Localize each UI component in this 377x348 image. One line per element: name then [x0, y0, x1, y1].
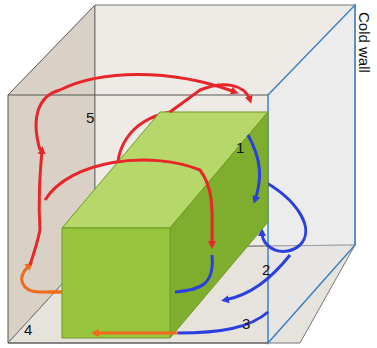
warm-flow-arrow [170, 85, 250, 112]
warm-flow-arrow [36, 90, 60, 150]
return-flow-arrow [22, 265, 62, 292]
block-front [62, 228, 170, 338]
callout-number: 2 [262, 262, 270, 277]
callout-number: 4 [24, 322, 32, 337]
warm-flow-arrow [39, 150, 42, 230]
cold-wall [268, 5, 355, 343]
return-flow-arrow [48, 291, 62, 294]
cold-flow-arrow [225, 255, 290, 300]
callout-number: 1 [236, 140, 244, 155]
warm-flow-arrow [30, 230, 40, 265]
callout-number: 5 [86, 110, 94, 125]
block-side [170, 112, 268, 338]
cold-flow-arrow [178, 312, 268, 333]
wall-label: Cold wall [357, 12, 372, 73]
callout-number: 3 [242, 316, 250, 331]
room-edge [8, 343, 268, 344]
warm-flow-arrow [60, 75, 235, 93]
cold-flow-arrow [175, 255, 212, 292]
return-flow-arrow [95, 332, 178, 335]
warm-flow-arrow [45, 160, 212, 245]
cold-flow-arrow [248, 135, 260, 200]
